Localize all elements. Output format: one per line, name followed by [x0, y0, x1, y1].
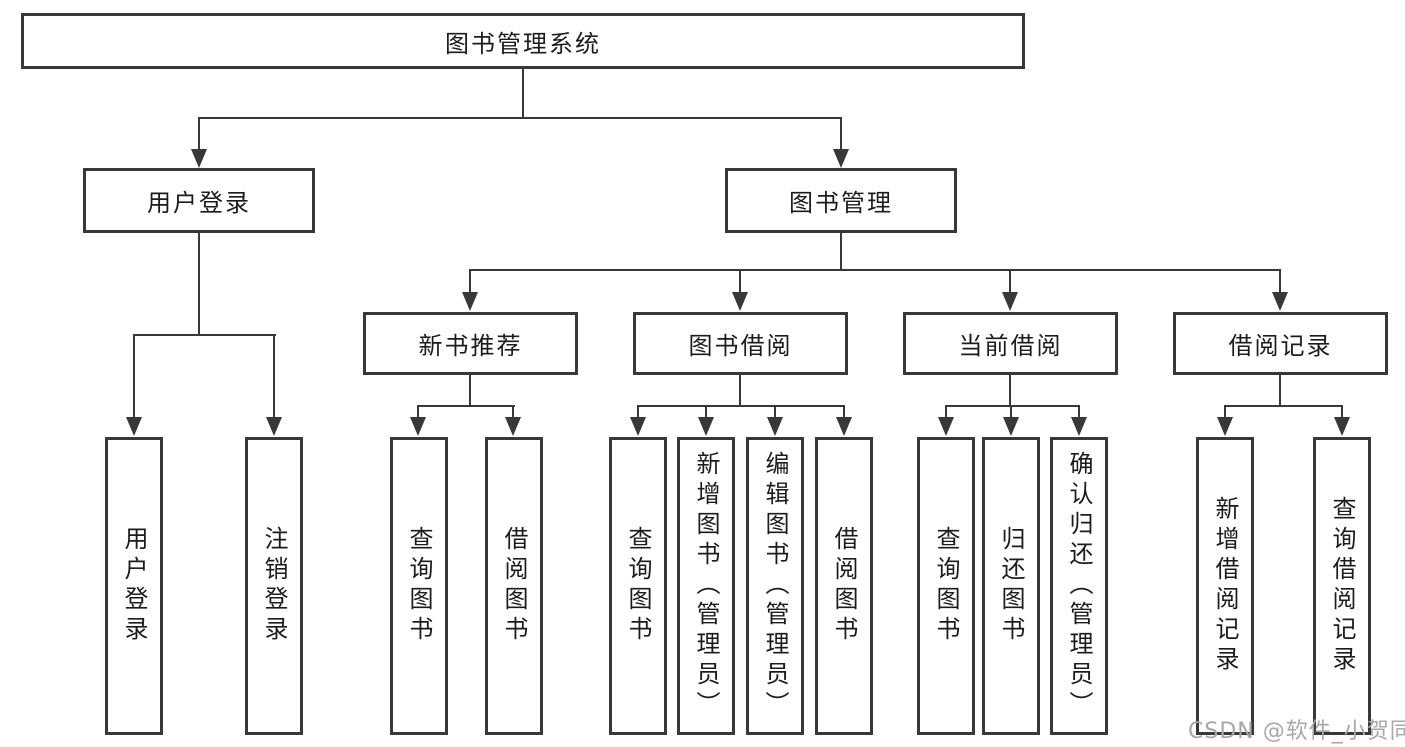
connector-line [840, 233, 842, 271]
arrow-down-icon [126, 417, 142, 436]
arrow-down-icon [1334, 417, 1350, 436]
connector-line [1341, 405, 1343, 418]
connector-line [469, 375, 471, 407]
connector-line [512, 405, 514, 418]
arrow-down-icon [1003, 417, 1019, 436]
connector-line [1009, 375, 1011, 407]
node-label: 借阅记录 [1228, 332, 1333, 360]
node-label: 注销登录 [260, 526, 288, 646]
connector-line [1078, 405, 1080, 418]
connector-line [273, 334, 275, 418]
node-label: 借阅图书 [500, 526, 528, 646]
connector-line [417, 405, 515, 407]
connector-line [774, 405, 776, 418]
arrow-down-icon [833, 149, 849, 168]
node-leaf-return-book: 归还图书 [982, 437, 1040, 735]
node-current-borrowing: 当前借阅 [903, 312, 1118, 375]
connector-line [945, 405, 947, 418]
connector-line [739, 375, 741, 407]
arrow-down-icon [938, 417, 954, 436]
node-leaf-edit-book-admin: 编辑图书（管理员） [746, 437, 804, 735]
node-label: 用户登录 [147, 189, 251, 217]
connector-line [1224, 405, 1226, 418]
connector-line [1279, 375, 1281, 407]
connector-line [637, 405, 845, 407]
arrow-down-icon [410, 417, 426, 436]
node-label: 图书管理 [789, 189, 893, 217]
node-label: 新书推荐 [418, 332, 523, 360]
node-label: 查询图书 [405, 526, 433, 646]
connector-line [133, 334, 135, 418]
node-leaf-query-books-3: 查询图书 [917, 437, 975, 735]
connector-line [198, 117, 842, 119]
connector-line [843, 405, 845, 418]
node-label: 新增图书（管理员） [692, 451, 720, 721]
node-leaf-add-borrow-record: 新增借阅记录 [1196, 437, 1254, 735]
connector-line [469, 269, 471, 294]
arrow-down-icon [630, 417, 646, 436]
connector-line [1279, 269, 1281, 294]
arrow-down-icon [1071, 417, 1087, 436]
node-leaf-add-book-admin: 新增图书（管理员） [677, 437, 735, 735]
arrow-down-icon [505, 417, 521, 436]
watermark: CSDN @软件_小贺同学 [1188, 719, 1405, 744]
arrow-down-icon [1217, 417, 1233, 436]
node-label: 查询图书 [624, 526, 652, 646]
node-leaf-borrow-books-2: 借阅图书 [815, 437, 873, 735]
arrow-down-icon [1002, 292, 1018, 311]
node-label: 编辑图书（管理员） [761, 451, 789, 721]
arrow-down-icon [191, 149, 207, 168]
node-label: 查询借阅记录 [1328, 496, 1356, 676]
node-label: 借阅图书 [830, 526, 858, 646]
connector-line [705, 405, 707, 418]
node-label: 当前借阅 [958, 332, 1063, 360]
node-label: 查询图书 [932, 526, 960, 646]
arrow-down-icon [767, 417, 783, 436]
node-label: 新增借阅记录 [1211, 496, 1239, 676]
node-user-login: 用户登录 [83, 168, 315, 233]
node-leaf-query-books-2: 查询图书 [609, 437, 667, 735]
node-label: 图书借阅 [688, 332, 793, 360]
connector-line [522, 69, 524, 119]
node-label: 确认归还（管理员） [1065, 451, 1093, 721]
connector-line [945, 405, 1080, 407]
connector-line [1224, 405, 1343, 407]
node-library-management-system: 图书管理系统 [21, 13, 1025, 69]
node-label: 图书管理系统 [445, 29, 601, 58]
arrow-down-icon [836, 417, 852, 436]
connector-line [1010, 405, 1012, 418]
node-leaf-confirm-return-admin: 确认归还（管理员） [1050, 437, 1108, 735]
node-leaf-borrow-books-1: 借阅图书 [485, 437, 543, 735]
arrow-down-icon [462, 292, 478, 311]
connector-line [840, 117, 842, 150]
node-leaf-logout: 注销登录 [245, 437, 303, 735]
node-book-management: 图书管理 [725, 168, 957, 233]
node-book-borrowing: 图书借阅 [633, 312, 848, 375]
arrow-down-icon [266, 417, 282, 436]
node-new-book-recommendation: 新书推荐 [363, 312, 578, 375]
connector-line [133, 334, 276, 336]
node-borrowing-records: 借阅记录 [1173, 312, 1388, 375]
node-leaf-query-books-1: 查询图书 [390, 437, 448, 735]
node-leaf-query-borrow-record: 查询借阅记录 [1313, 437, 1371, 735]
arrow-down-icon [1272, 292, 1288, 311]
connector-line [198, 117, 200, 150]
node-leaf-user-login: 用户登录 [105, 437, 163, 735]
arrow-down-icon [732, 292, 748, 311]
arrow-down-icon [698, 417, 714, 436]
connector-line [417, 405, 419, 418]
connector-line [198, 233, 200, 336]
connector-line [1009, 269, 1011, 294]
connector-line [739, 269, 741, 294]
connector-line [469, 269, 1281, 271]
node-label: 用户登录 [120, 526, 148, 646]
node-label: 归还图书 [997, 526, 1025, 646]
connector-line [637, 405, 639, 418]
